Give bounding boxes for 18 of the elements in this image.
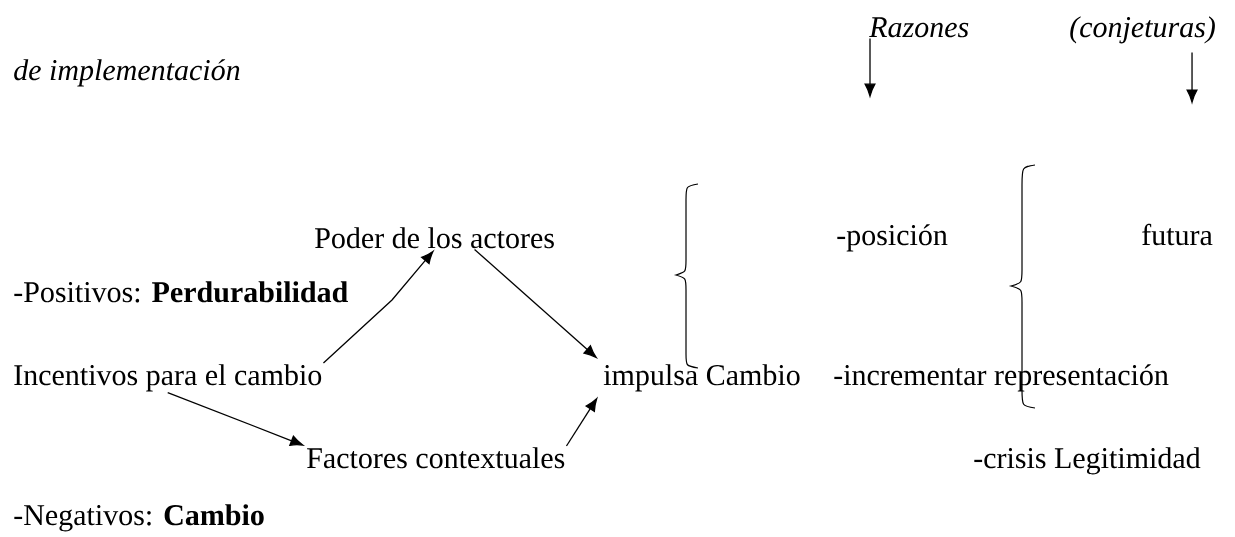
text-label: de implementación	[14, 59, 240, 87]
text-label: futura	[1142, 223, 1213, 246]
text-label: -Positivos: Perdurabilidad	[14, 281, 348, 303]
text-label: -crisis Legitimidad	[974, 447, 1201, 475]
text-label: -Negativos: Cambio	[14, 504, 264, 532]
text-label: Factores contextuales	[307, 447, 565, 469]
text-label: -posición	[837, 224, 948, 252]
arrow	[473, 248, 597, 358]
arrow	[1186, 51, 1198, 103]
text-label: Razones	[869, 17, 969, 38]
text-label: (conjeturas)	[1070, 16, 1215, 44]
arrow	[322, 250, 434, 364]
arrow	[864, 37, 876, 97]
text-label: Poder de los actores	[315, 227, 554, 249]
text-label: impulsa Cambio	[603, 364, 800, 392]
arrow	[565, 398, 598, 447]
arrow	[167, 391, 304, 446]
text-label: Incentivos para el cambio	[14, 364, 322, 392]
